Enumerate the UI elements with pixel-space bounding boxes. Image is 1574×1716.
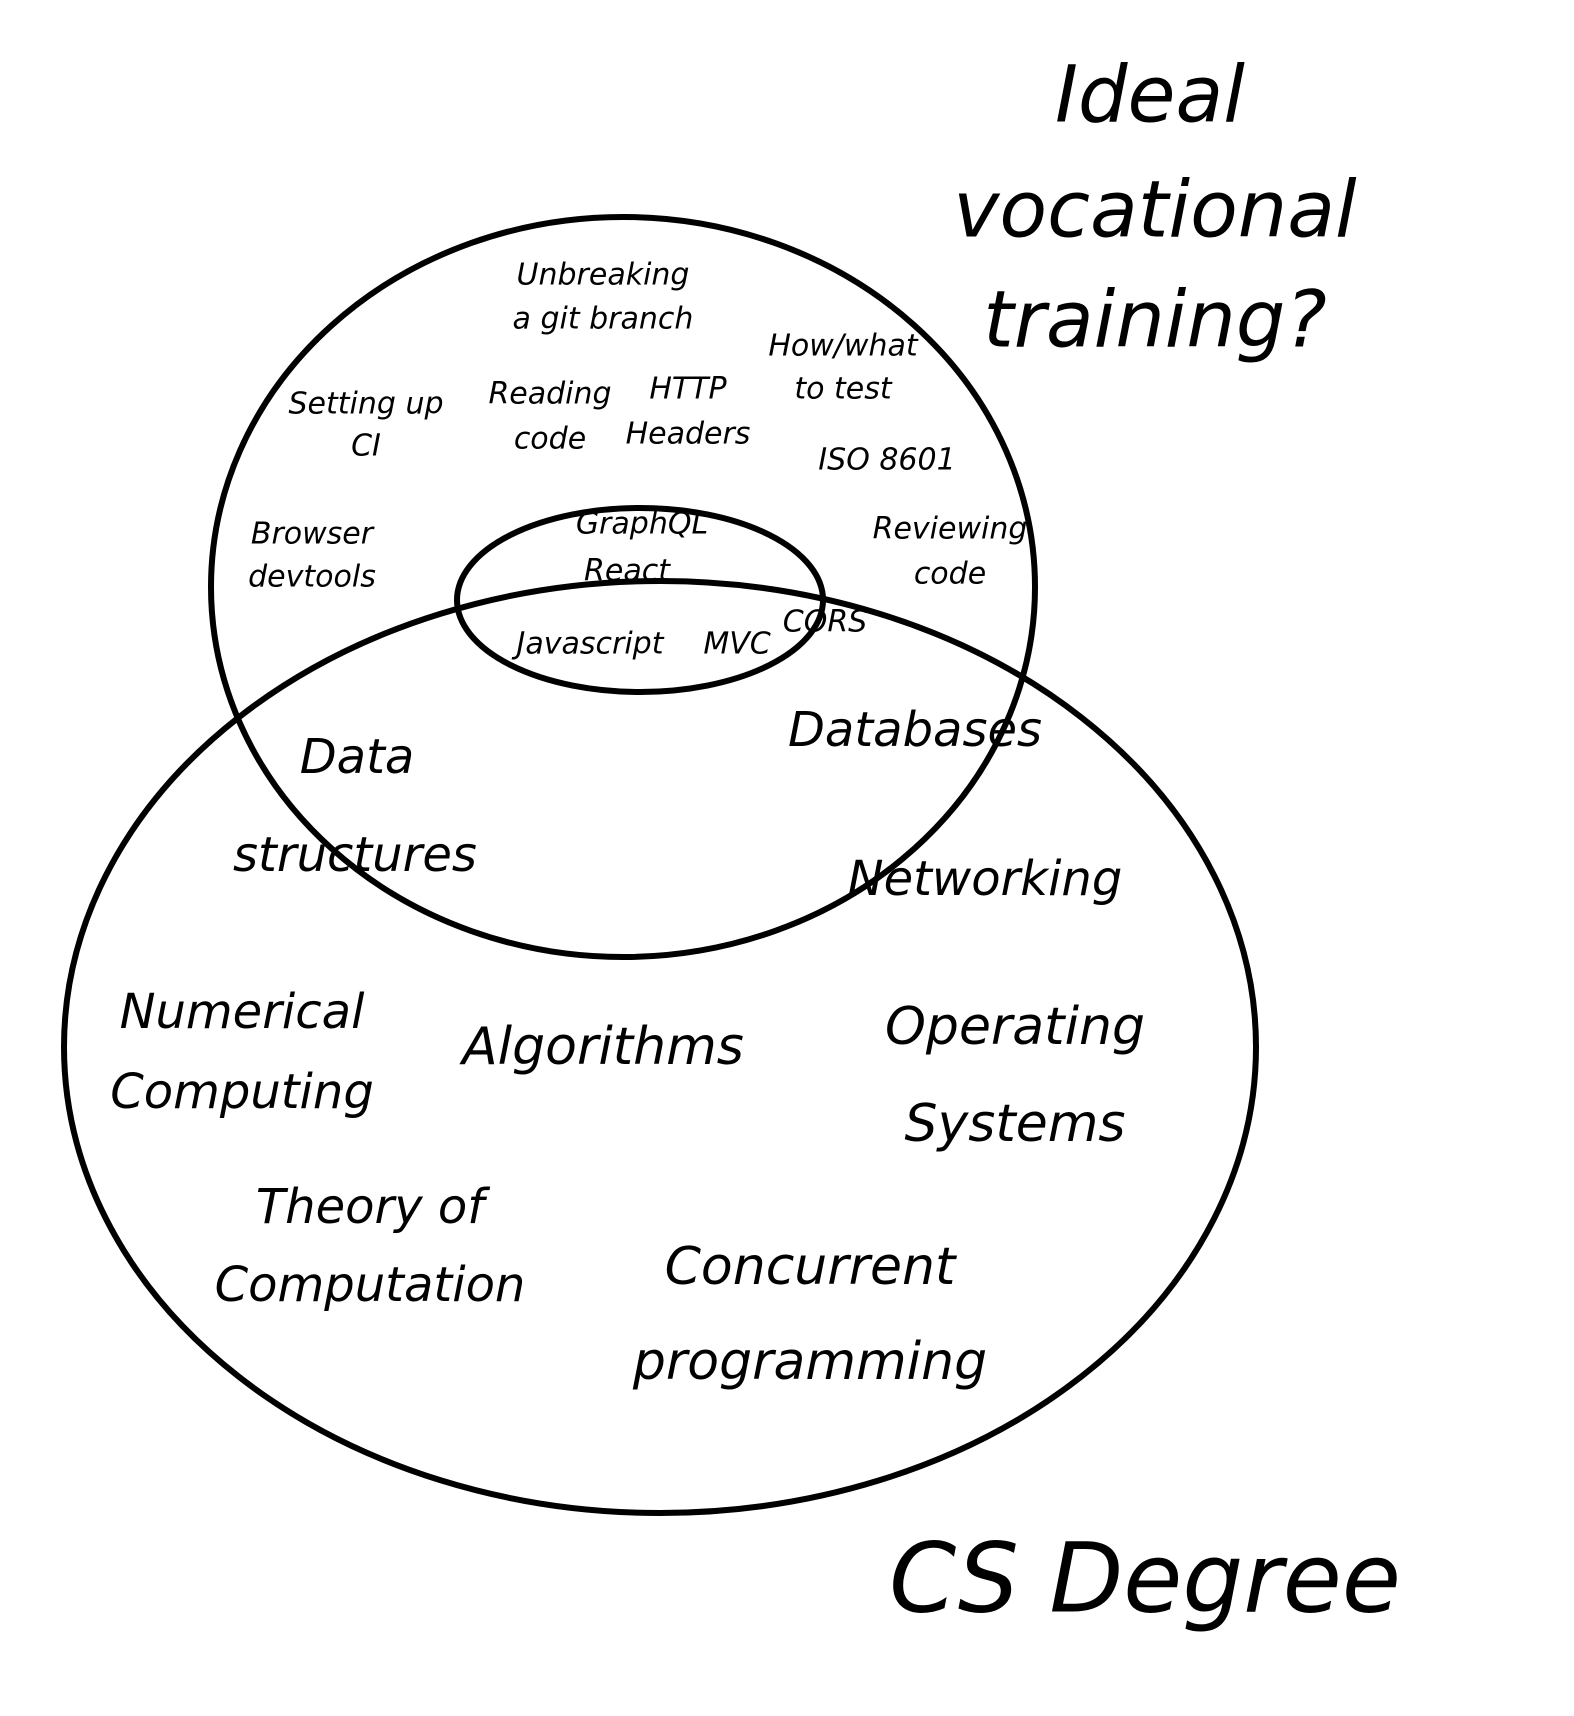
numerical-computing-line-2: Computing (110, 1064, 374, 1120)
reading-code-line-1: Reading (488, 377, 611, 412)
unbreaking-git-branch-line-2: a git branch (513, 302, 694, 337)
inner-overlap-ellipse (454, 505, 826, 695)
networking: Networking (848, 851, 1123, 907)
concurrent-programming-line-2: programming (632, 1332, 987, 1392)
cs-degree-circle (61, 578, 1259, 1516)
vocational-training-circle (208, 214, 1038, 960)
cors: CORS (783, 605, 867, 640)
data-structures-line-2: structures (233, 827, 477, 883)
numerical-computing-line-1: Numerical (120, 984, 365, 1040)
javascript: Javascript (512, 627, 665, 662)
databases: Databases (788, 702, 1042, 758)
vocational-label-line-1: Ideal (1055, 50, 1245, 140)
reviewing-code-line-1: Reviewing (873, 512, 1028, 547)
vocational-label-line-3: training? (983, 275, 1327, 365)
how-to-test-line-1: How/what (768, 329, 918, 364)
react: React (584, 554, 671, 589)
reading-code-line-2: code (514, 422, 586, 457)
browser-devtools-line-1: Browser (251, 517, 375, 552)
how-to-test-line-2: to test (794, 372, 893, 407)
vocational-label-line-2: vocational (953, 165, 1357, 255)
cs-degree-label: CS Degree (889, 1522, 1401, 1634)
browser-devtools-line-2: devtools (248, 560, 376, 595)
http-headers-line-1: HTTP (649, 372, 727, 407)
setting-up-ci-line-1: Setting up (288, 387, 443, 422)
data-structures-line-1: Data (300, 729, 415, 785)
algorithms: Algorithms (459, 1017, 744, 1077)
theory-of-computation-line-1: Theory of (256, 1179, 490, 1235)
http-headers-line-2: Headers (626, 417, 751, 452)
setting-up-ci-line-2: CI (351, 429, 381, 464)
operating-systems-line-1: Operating (885, 997, 1145, 1057)
concurrent-programming-line-1: Concurrent (665, 1237, 957, 1297)
graphql: GraphQL (576, 507, 708, 542)
theory-of-computation-line-2: Computation (215, 1257, 526, 1313)
iso-8601: ISO 8601 (818, 443, 955, 478)
mvc: MVC (703, 627, 770, 662)
reviewing-code-line-2: code (914, 557, 986, 592)
unbreaking-git-branch-line-1: Unbreaking (517, 258, 690, 293)
operating-systems-line-2: Systems (905, 1094, 1126, 1154)
